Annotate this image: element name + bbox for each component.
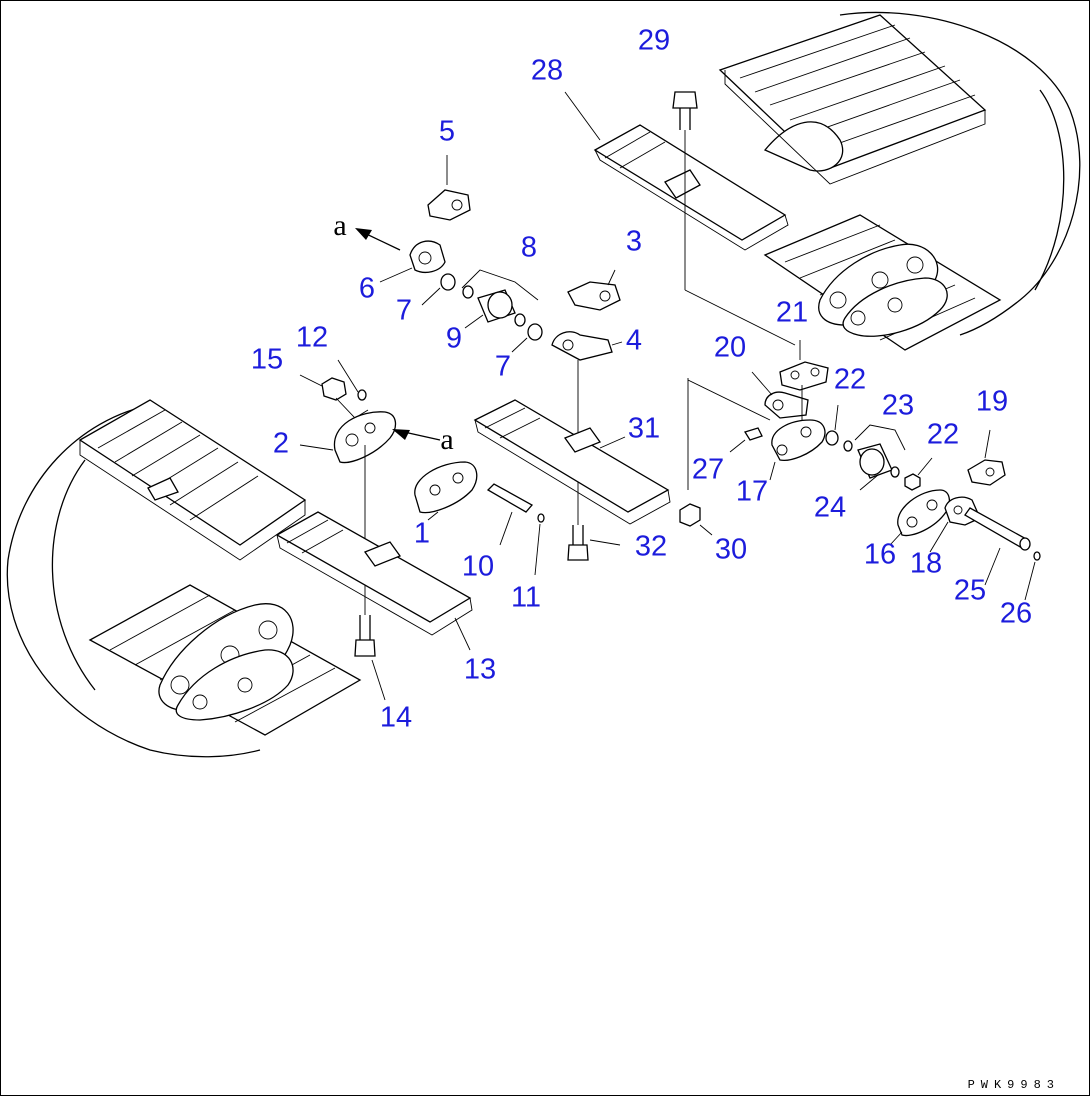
callout-10[interactable]: 10 <box>461 550 495 583</box>
callout-26[interactable]: 26 <box>999 597 1033 630</box>
upper-track-shoes <box>718 14 987 185</box>
callout-22b[interactable]: 22 <box>926 418 960 451</box>
part-20-link-piece <box>751 371 809 419</box>
callout-30[interactable]: 30 <box>714 533 748 566</box>
part-3-link-piece <box>567 269 621 311</box>
drawing-code: PWK9983 <box>967 1078 1060 1092</box>
arrow-a-lower <box>392 429 441 441</box>
callout-9[interactable]: 9 <box>445 322 463 355</box>
callout-1[interactable]: 1 <box>413 517 431 550</box>
part-31-shoe <box>473 399 671 525</box>
view-mark-a-upper: a <box>333 209 347 242</box>
lower-track-loop <box>6 399 362 758</box>
callout-17[interactable]: 17 <box>735 475 769 508</box>
view-mark-a-lower: a <box>440 423 454 456</box>
part-30-nut <box>679 503 713 536</box>
part-5-link-piece <box>427 155 471 221</box>
lower-right-shoes <box>763 214 1002 351</box>
callout-28[interactable]: 28 <box>530 54 564 87</box>
callout-29[interactable]: 29 <box>637 24 671 57</box>
callout-7b[interactable]: 7 <box>494 350 512 383</box>
callout-8[interactable]: 8 <box>520 231 538 264</box>
part-28-shoe <box>564 91 789 251</box>
callout-13[interactable]: 13 <box>463 653 497 686</box>
lower-left-top-shoes <box>78 399 307 561</box>
callout-7a[interactable]: 7 <box>395 294 413 327</box>
callout-5[interactable]: 5 <box>438 115 456 148</box>
part-15-nut <box>299 374 347 401</box>
callout-18[interactable]: 18 <box>909 547 943 580</box>
arrow-a-upper <box>355 228 401 251</box>
part-13-shoe <box>275 511 473 651</box>
callout-3[interactable]: 3 <box>625 225 643 258</box>
callout-16[interactable]: 16 <box>863 538 897 571</box>
callout-2[interactable]: 2 <box>272 427 290 460</box>
callout-24[interactable]: 24 <box>813 491 847 524</box>
callout-14[interactable]: 14 <box>379 701 413 734</box>
callout-25[interactable]: 25 <box>953 574 987 607</box>
callout-15[interactable]: 15 <box>250 343 284 376</box>
callout-20[interactable]: 20 <box>713 331 747 364</box>
part-4-link-piece <box>551 331 623 525</box>
callout-23[interactable]: 23 <box>881 389 915 422</box>
part-21-link-piece <box>779 340 829 430</box>
part-6-link-piece <box>379 240 446 283</box>
part-7-9-bushing-group <box>421 269 543 353</box>
part-26-pin <box>1024 551 1041 601</box>
part-22-24-bushing-group <box>825 404 933 491</box>
callout-27[interactable]: 27 <box>691 453 725 486</box>
callout-6[interactable]: 6 <box>358 272 376 305</box>
callout-4[interactable]: 4 <box>625 324 643 357</box>
part-16-link <box>889 489 951 546</box>
part-14-bolt <box>354 615 386 701</box>
callout-31[interactable]: 31 <box>627 412 661 445</box>
callout-19[interactable]: 19 <box>975 385 1009 418</box>
upper-track-loop <box>718 11 1081 351</box>
part-1-link <box>414 461 478 521</box>
part-27-pin <box>729 427 763 453</box>
part-17-link <box>687 378 826 490</box>
part-10-pin <box>486 483 534 546</box>
part-19-link-piece <box>967 429 1006 486</box>
part-32-bolt <box>567 525 621 561</box>
callout-22a[interactable]: 22 <box>833 363 867 396</box>
callout-21[interactable]: 21 <box>775 296 809 329</box>
callout-12[interactable]: 12 <box>295 321 329 354</box>
callout-11[interactable]: 11 <box>510 581 542 614</box>
part-25-pin <box>964 507 1031 586</box>
part-11-pin <box>534 513 545 576</box>
part-29-bolt <box>672 91 796 346</box>
callout-32[interactable]: 32 <box>634 530 668 563</box>
part-2-link <box>299 411 397 615</box>
lower-left-bottom-shoes <box>88 584 362 736</box>
